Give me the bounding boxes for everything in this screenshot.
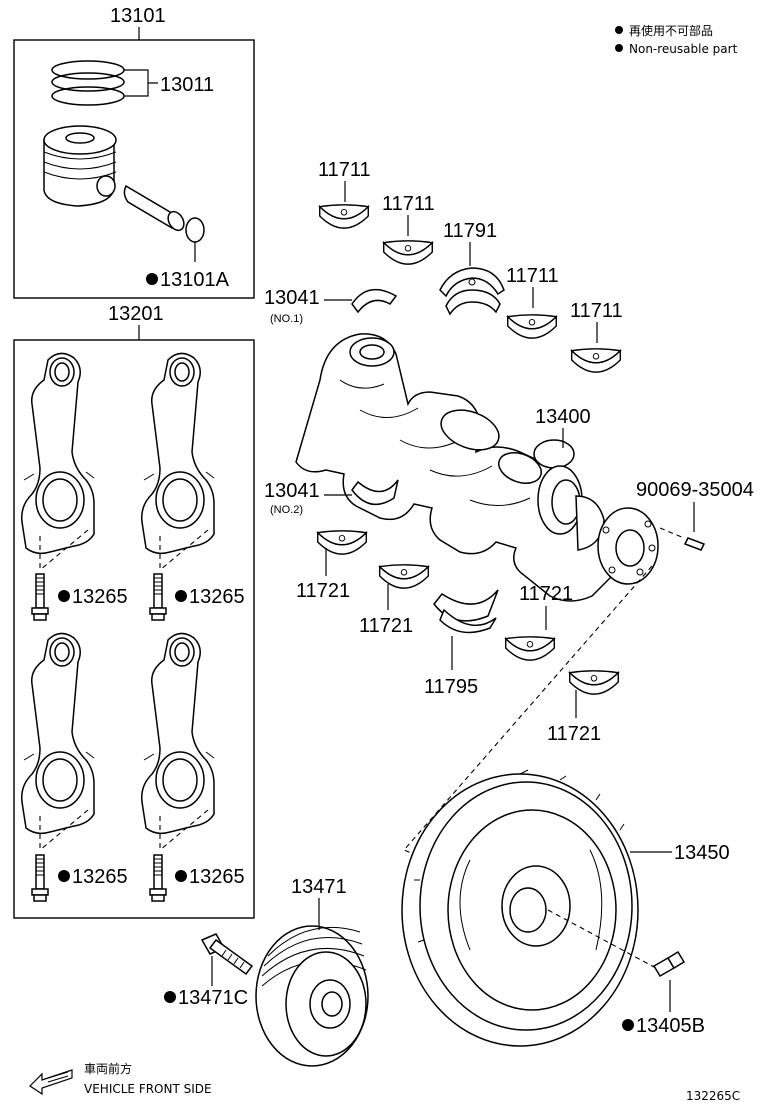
label-13041-no1-sub: (NO.1) (270, 313, 303, 325)
figure-id: 132265C (686, 1089, 740, 1103)
label-13400: 13400 (535, 406, 591, 428)
non-reusable-dot-icon (146, 273, 158, 285)
label-13471C: 13471C (178, 987, 248, 1009)
label-11791: 11791 (443, 220, 497, 242)
main-bearing-lower (568, 670, 620, 695)
piston-group-box (13, 39, 255, 299)
thrust-washer-no2 (351, 479, 399, 506)
thrust-bearing-upper (439, 267, 505, 316)
label-13471: 13471 (291, 876, 347, 898)
label-11721: 11721 (547, 723, 601, 745)
label-13450: 13450 (674, 842, 730, 864)
label-11721: 11721 (296, 580, 350, 602)
non-reusable-dot-icon (615, 44, 623, 52)
label-13101A: 13101A (160, 269, 230, 291)
pulley-bolt (200, 933, 254, 976)
non-reusable-dot-icon (58, 870, 70, 882)
vehicle-front-english: VEHICLE FRONT SIDE (84, 1082, 212, 1096)
snap-ring (185, 217, 205, 243)
main-bearing-upper (382, 240, 434, 265)
main-bearing-upper (318, 204, 370, 229)
crankshaft (295, 333, 616, 602)
label-11711: 11711 (318, 159, 371, 181)
label-11711: 11711 (382, 193, 435, 215)
connecting-rod (140, 632, 215, 835)
thrust-washer-no1 (351, 288, 398, 314)
legend-japanese: 再使用不可部品 (629, 23, 713, 38)
main-bearing-lower (378, 564, 430, 589)
main-bearing-lower (316, 530, 368, 555)
label-13201: 13201 (108, 303, 164, 325)
rod-bolt (149, 854, 167, 902)
rod-bolt (31, 854, 49, 902)
vehicle-front-japanese: 車両前方 (84, 1061, 132, 1076)
label-11711: 11711 (506, 265, 559, 287)
crankshaft-flange (597, 507, 659, 585)
label-11721: 11721 (359, 615, 413, 637)
non-reusable-dot-icon (175, 870, 187, 882)
non-reusable-dot-icon (164, 991, 176, 1003)
label-13041-no1: 13041 (264, 287, 320, 309)
main-bearing-upper (506, 314, 558, 339)
label-13011: 13011 (160, 74, 214, 96)
label-13101: 13101 (110, 5, 166, 27)
connecting-rod-group-box (13, 339, 255, 919)
label-11721: 11721 (519, 583, 573, 605)
thrust-bearing-lower (433, 589, 499, 634)
main-bearing-lower (504, 636, 556, 661)
flywheel (401, 769, 639, 1047)
label-13265: 13265 (189, 586, 245, 608)
non-reusable-dot-icon (615, 26, 623, 34)
label-13265: 13265 (189, 866, 245, 888)
label-11795: 11795 (424, 676, 478, 698)
piston-pin (123, 184, 185, 232)
vehicle-front-arrow-icon (29, 1069, 73, 1096)
piston (43, 125, 117, 207)
legend-english: Non-reusable part (629, 42, 738, 56)
flywheel-bolt (652, 950, 686, 978)
dowel-pin (683, 537, 706, 551)
label-13265: 13265 (72, 866, 128, 888)
label-13041-no2-sub: (NO.2) (270, 504, 303, 516)
non-reusable-dot-icon (175, 590, 187, 602)
label-13405B: 13405B (636, 1015, 705, 1037)
label-13041-no2: 13041 (264, 480, 320, 502)
connecting-rod (20, 632, 95, 835)
connecting-rod (20, 352, 95, 555)
rod-bolt (31, 573, 49, 621)
connecting-rod (140, 352, 215, 555)
label-13265: 13265 (72, 586, 128, 608)
main-bearing-upper (570, 348, 622, 373)
crankshaft-pulley (255, 925, 369, 1067)
piston-rings (51, 60, 125, 106)
label-11711: 11711 (570, 300, 623, 322)
non-reusable-dot-icon (622, 1019, 634, 1031)
rod-bolt (149, 573, 167, 621)
non-reusable-dot-icon (58, 590, 70, 602)
label-90069-35004: 90069-35004 (636, 479, 754, 501)
